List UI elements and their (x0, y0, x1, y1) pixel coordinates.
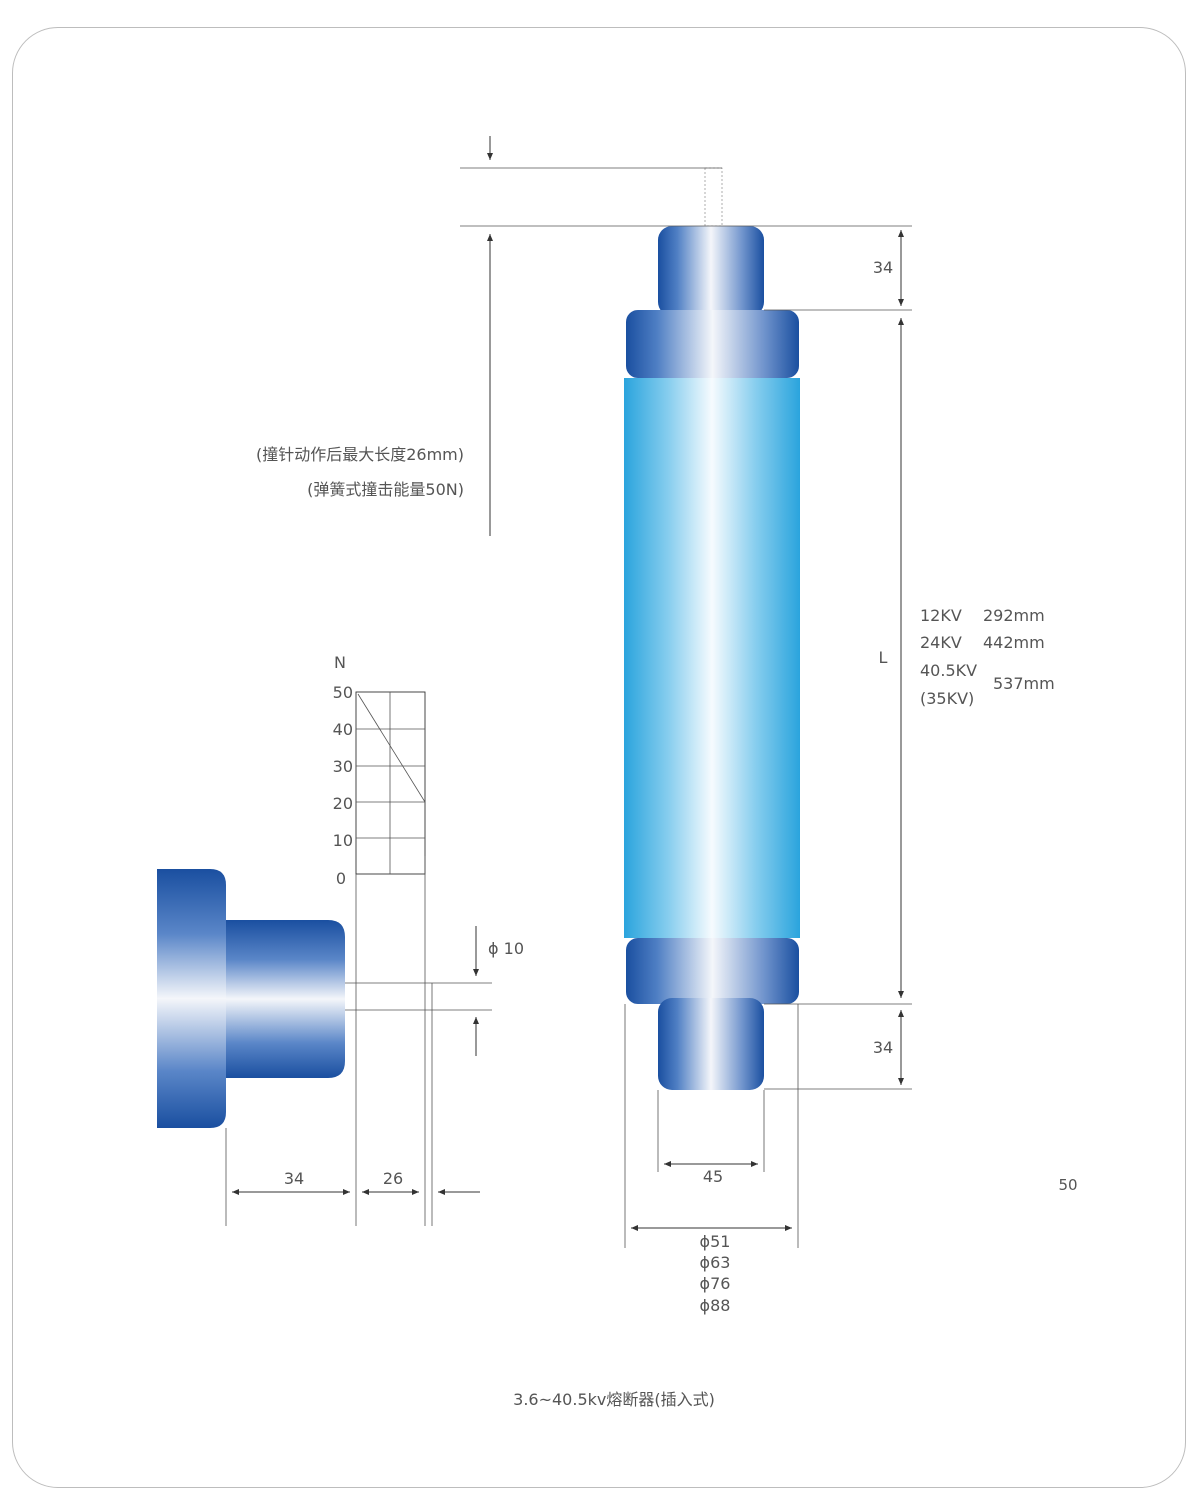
length-label: L (879, 648, 888, 667)
length-table-value: 292mm (983, 606, 1045, 625)
side-end-cap (226, 920, 345, 1078)
diameter-label: ϕ51 (700, 1232, 731, 1251)
length-table-value: 442mm (983, 633, 1045, 652)
top-cap-height-label: 34 (873, 258, 893, 277)
chart-tick-label: 50 (333, 683, 353, 702)
force-curve (357, 693, 426, 803)
length-table: 12KV 292mm 24KV 442mm 40.5KV (35KV) 537m… (920, 606, 1055, 708)
bottom-ferrule (626, 938, 799, 1004)
chart-tick-label: 10 (333, 831, 353, 850)
top-ferrule (626, 310, 799, 378)
cap-diameter-label: 45 (703, 1167, 723, 1186)
diameter-label: ϕ63 (700, 1253, 731, 1272)
length-table-value: 537mm (993, 674, 1055, 693)
chart-frame (355, 691, 426, 875)
length-table-voltage: (35KV) (920, 689, 974, 708)
chart-tick-label: 0 (336, 869, 346, 888)
length-table-voltage: 40.5KV (920, 661, 977, 680)
height-dimensions (764, 230, 912, 1090)
figure-caption: 3.6~40.5kv熔断器(插入式) (513, 1390, 715, 1409)
chart-tick-label: 30 (333, 757, 353, 776)
pin-diameter-label: ϕ 10 (488, 939, 524, 958)
striker-energy-note: (弹簧式撞击能量50N) (307, 480, 464, 499)
chart-axis-label: N (334, 653, 346, 672)
fuse-tube (624, 378, 800, 938)
force-chart (355, 691, 426, 875)
side-ferrule (157, 869, 226, 1128)
diameter-label: ϕ88 (700, 1296, 731, 1315)
length-table-voltage: 12KV (920, 606, 962, 625)
page-number: 50 (1058, 1176, 1077, 1194)
diameter-label: ϕ76 (700, 1274, 731, 1293)
striker-dimension (460, 136, 912, 536)
width-dimensions (624, 1004, 799, 1248)
bottom-cap-height-label: 34 (873, 1038, 893, 1057)
striker-pin (704, 167, 723, 227)
top-end-cap (658, 226, 764, 316)
side-view (157, 856, 492, 1226)
fuse-body (624, 167, 800, 1090)
length-table-voltage: 24KV (920, 633, 962, 652)
stroke-length-label: 26 (383, 1169, 403, 1188)
chart-tick-label: 40 (333, 720, 353, 739)
striker-length-note: (撞针动作后最大长度26mm) (256, 445, 464, 464)
bottom-end-cap (658, 998, 764, 1090)
chart-tick-label: 20 (333, 794, 353, 813)
side-cap-length-label: 34 (284, 1169, 304, 1188)
page-frame (12, 27, 1186, 1488)
